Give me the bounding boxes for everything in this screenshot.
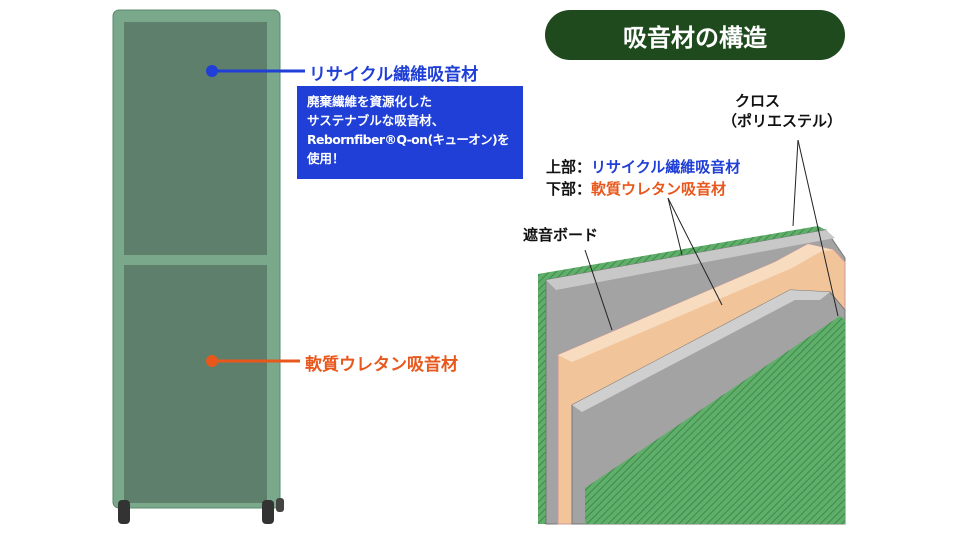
info-line: Rebornfiber®Q-on(キューオン)を [307,132,510,147]
upper-prefix: 上部： [546,158,592,176]
upper-panel [124,22,267,255]
wheel [118,500,130,524]
lower-panel [124,265,267,503]
info-box: 廃棄繊維を資源化した サステナブルな吸音材、 Rebornfiber®Q-on(… [297,86,523,179]
lower-material-label: 軟質ウレタン吸音材 [305,355,458,375]
info-line: サステナブルな吸音材、 [307,113,445,128]
upper-layer-label: 上部：リサイクル繊維吸音材 [546,156,740,177]
wheel [262,500,274,524]
upper-material-label: リサイクル繊維吸音材 [309,65,479,85]
lower-prefix: 下部： [546,180,592,198]
info-line: 廃棄繊維を資源化した [307,94,433,109]
partition-panel [112,9,284,524]
cross-section [538,139,846,525]
lower-layer-label: 下部：軟質ウレタン吸音材 [546,178,726,199]
section-title: 吸音材の構造 [545,10,845,60]
cloth-material-label: （ポリエステル） [722,112,843,130]
lower-value: 軟質ウレタン吸音材 [591,180,727,198]
board-label: 遮音ボード [523,226,599,244]
info-line: 使用！ [307,151,345,166]
upper-value: リサイクル繊維吸音材 [591,158,741,176]
cloth-label: クロス [735,92,781,110]
